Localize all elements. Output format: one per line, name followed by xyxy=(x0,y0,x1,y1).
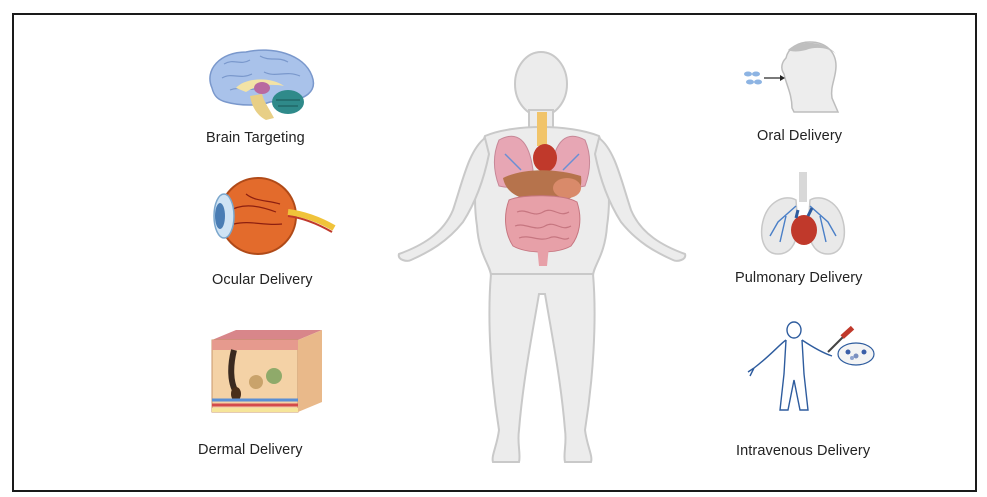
eye-icon xyxy=(206,172,338,262)
dermal-delivery-label: Dermal Delivery xyxy=(198,442,303,458)
pulmonary-delivery-label: Pulmonary Delivery xyxy=(735,270,863,286)
iv-person-icon xyxy=(740,318,880,414)
ocular-delivery-label: Ocular Delivery xyxy=(212,272,313,288)
oral-inhale-icon xyxy=(740,38,850,116)
brain-icon xyxy=(200,44,320,124)
lungs-heart-icon xyxy=(756,170,852,260)
skin-layers-icon xyxy=(206,326,326,418)
human-body-icon xyxy=(393,50,693,468)
oral-delivery-label: Oral Delivery xyxy=(757,128,842,144)
intravenous-delivery-label: Intravenous Delivery xyxy=(736,443,870,459)
brain-targeting-label: Brain Targeting xyxy=(206,130,305,146)
